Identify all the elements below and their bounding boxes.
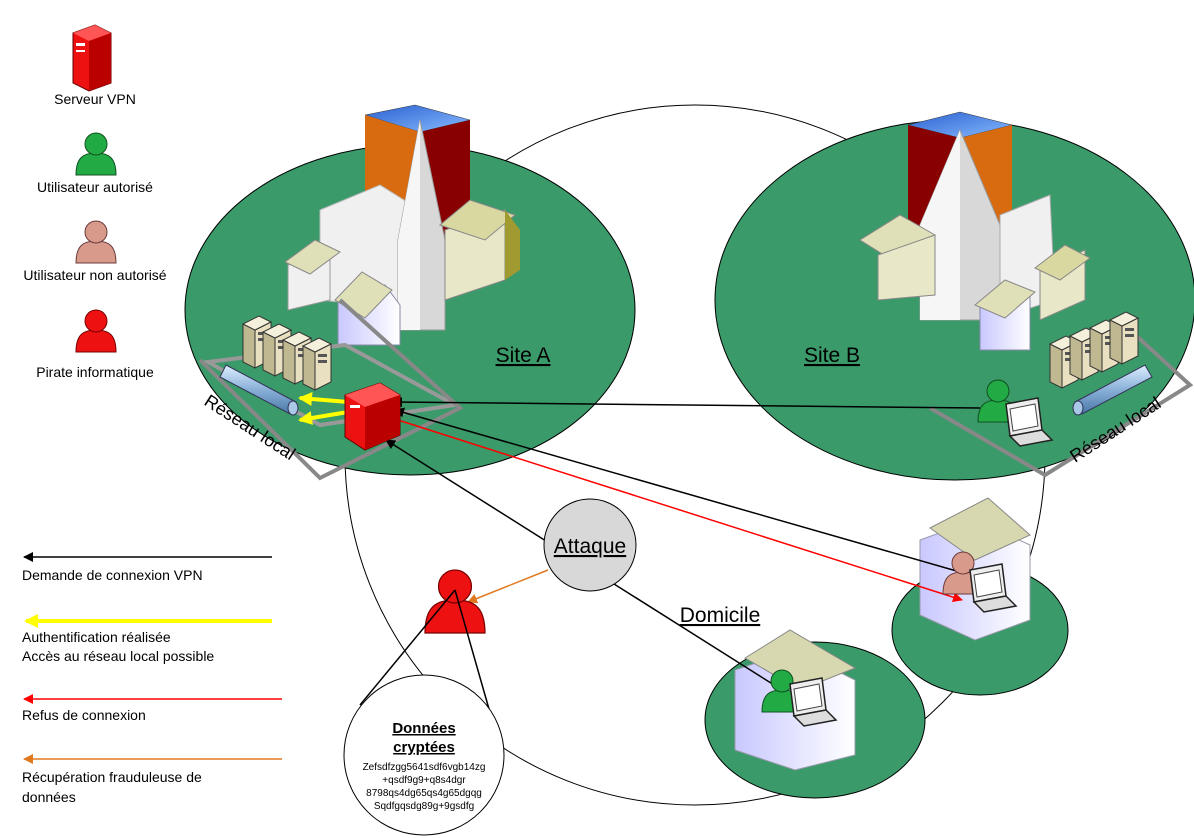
hacker-icon — [424, 569, 486, 634]
encrypted-line: 8798qs4dg65qs4g65dgqg — [366, 788, 482, 799]
legend-refusal-label: Refus de connexion — [22, 707, 146, 723]
legend-auth-label-2: Accès au réseau local possible — [22, 648, 214, 664]
legend-request-label: Demande de connexion VPN — [22, 567, 203, 583]
encrypted-data-bubble — [343, 674, 505, 836]
site-a-buildings — [284, 104, 520, 346]
encrypted-title-2: cryptées — [393, 739, 455, 756]
auth-arrow-1 — [298, 392, 349, 406]
refusal-arrow — [397, 419, 963, 603]
hacker-link-left — [359, 589, 456, 706]
site-b-local-network — [928, 311, 1194, 478]
encrypted-line: Sqdfgqsdg89g+9gsdfg — [374, 801, 474, 812]
vpn-server-icon — [344, 382, 401, 451]
legend-unauthorized-user-icon — [75, 220, 117, 264]
attack-circle — [543, 498, 637, 592]
legend-unauthorized-user-label: Utilisateur non autorisé — [23, 267, 166, 283]
site-a-label: Site A — [496, 344, 551, 367]
auth-arrow-2 — [298, 410, 349, 425]
theft-arrow — [467, 569, 549, 604]
site-b-label: Site B — [804, 344, 860, 367]
legend-authorized-user-label: Utilisateur autorisé — [37, 179, 153, 195]
legend-authorized-user-icon — [75, 132, 117, 176]
attack-label: Attaque — [554, 535, 626, 558]
encrypted-title-1: Données — [392, 720, 455, 737]
legend-vpn-server-icon — [72, 24, 112, 92]
request-arrow-unauthorized — [394, 407, 961, 573]
legend-hacker-label: Pirate informatique — [36, 364, 154, 380]
site-b-buildings — [859, 111, 1091, 351]
encrypted-line: Zefsdfzgg5641sdf6vgb14zg — [363, 762, 486, 773]
request-arrow-site-b — [392, 397, 981, 409]
legend-hacker-icon — [75, 309, 117, 353]
encrypted-line: +qsdf9g9+q8s4dgr — [382, 775, 466, 786]
legend-theft-label-2: données — [22, 789, 76, 805]
home-label: Domicile — [680, 604, 761, 627]
legend-auth-label-1: Authentification réalisée — [22, 629, 171, 645]
legend-theft-label-1: Récupération frauduleuse de — [22, 769, 202, 785]
legend-vpn-server-label: Serveur VPN — [54, 91, 136, 107]
